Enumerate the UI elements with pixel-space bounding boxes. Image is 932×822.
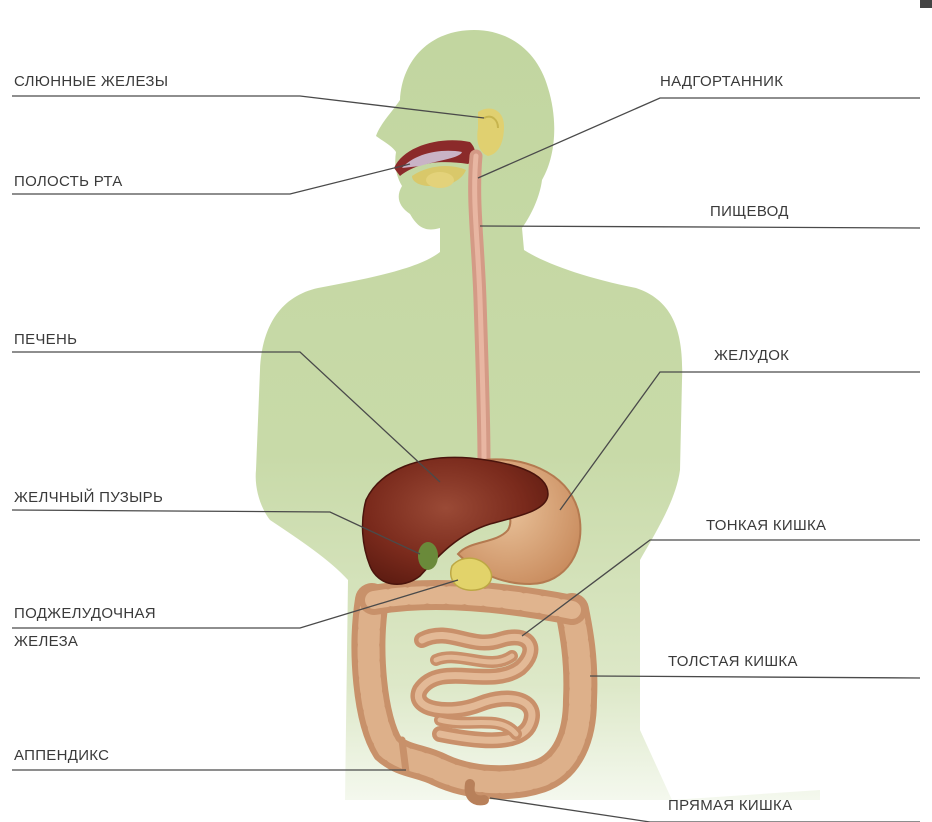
label-oral-cavity: ПОЛОСТЬ РТА bbox=[14, 172, 123, 192]
label-liver: ПЕЧЕНЬ bbox=[14, 330, 77, 350]
label-rectum: ПРЯМАЯ КИШКА bbox=[668, 796, 792, 816]
label-salivary-glands: СЛЮННЫЕ ЖЕЛЕЗЫ bbox=[14, 72, 168, 92]
label-esophagus: ПИЩЕВОД bbox=[710, 202, 789, 222]
leader-esophagus bbox=[480, 226, 920, 228]
corner-mark bbox=[920, 0, 932, 8]
label-appendix: АППЕНДИКС bbox=[14, 746, 109, 766]
label-large-intestine: ТОЛСТАЯ КИШКА bbox=[668, 652, 798, 672]
label-pancreas-line2: ЖЕЛЕЗА bbox=[14, 632, 78, 652]
label-epiglottis: НАДГОРТАННИК bbox=[660, 72, 783, 92]
label-small-intestine: ТОНКАЯ КИШКА bbox=[706, 516, 826, 536]
label-gallbladder: ЖЕЛЧНЫЙ ПУЗЫРЬ bbox=[14, 488, 163, 508]
label-stomach: ЖЕЛУДОК bbox=[714, 346, 789, 366]
label-pancreas-line1: ПОДЖЕЛУДОЧНАЯ bbox=[14, 604, 156, 624]
body-silhouette bbox=[256, 30, 820, 800]
